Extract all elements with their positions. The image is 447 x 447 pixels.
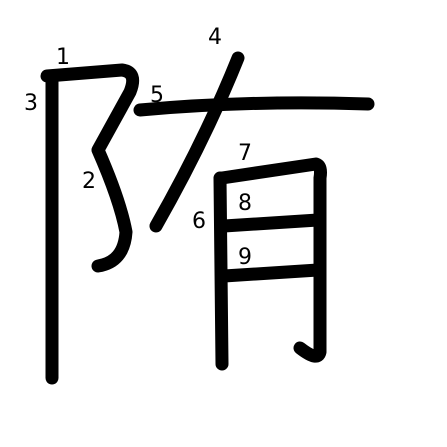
stroke-5-horizontal [133,96,375,117]
stroke-8-horizontal [217,213,325,233]
stroke-4-left-falling [149,51,245,233]
stroke-7-turn-hook [215,157,327,363]
stroke-number-1: 1 [56,45,70,70]
stroke-number-4: 4 [208,25,222,50]
stroke-1-2-ear-hook [40,63,140,273]
stroke-number-9: 9 [238,245,252,270]
stroke-9-horizontal [217,263,325,283]
stroke-number-6: 6 [192,209,206,234]
stroke-number-2: 2 [82,169,96,194]
stroke-number-8: 8 [238,191,252,216]
character-strokes [40,51,375,385]
stroke-number-3: 3 [24,91,38,116]
stroke-number-5: 5 [150,83,164,108]
stroke-order-numbers: 1 2 3 4 5 6 7 8 9 [24,25,252,270]
stroke-number-7: 7 [238,141,252,166]
